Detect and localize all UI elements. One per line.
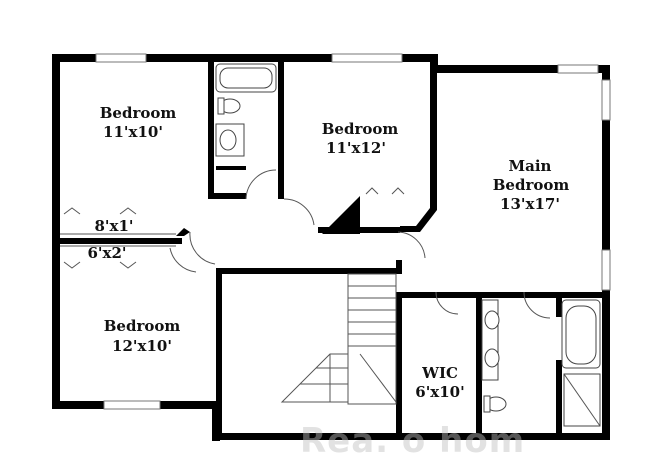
- closet-upper: 8'x1': [94, 217, 133, 235]
- watermark: Rea. o hom: [300, 421, 525, 461]
- room-name-line1: Main: [509, 157, 552, 175]
- room-bedroom-sw: Bedroom 12'x10': [104, 317, 181, 355]
- closet-shelves: [60, 233, 176, 247]
- room-name: Bedroom: [322, 120, 399, 138]
- room-bedroom-nw: Bedroom 11'x10': [100, 104, 177, 141]
- staircase: [280, 273, 397, 405]
- room-name-line2: Bedroom: [493, 176, 570, 194]
- room-size: 12'x10': [112, 337, 172, 355]
- room-size: 11'x12': [326, 139, 386, 157]
- room-bedroom-center: Bedroom 11'x12': [322, 120, 399, 157]
- room-wic: WIC 6'x10': [415, 364, 464, 401]
- room-size: 13'x17': [500, 195, 560, 213]
- room-name: Bedroom: [100, 104, 177, 122]
- door-swings: [63, 169, 551, 319]
- room-main-bedroom: Main Bedroom 13'x17': [493, 157, 570, 213]
- room-size: 11'x10': [103, 123, 163, 141]
- room-size: 6'x10': [415, 383, 464, 401]
- bath-fixtures: [215, 63, 601, 427]
- closet-lower: 6'x2': [87, 244, 126, 262]
- closet-size: 6'x2': [87, 244, 126, 262]
- closet-size: 8'x1': [94, 217, 133, 235]
- room-name: Bedroom: [104, 317, 181, 335]
- windows: [95, 53, 611, 410]
- room-name: WIC: [421, 364, 458, 382]
